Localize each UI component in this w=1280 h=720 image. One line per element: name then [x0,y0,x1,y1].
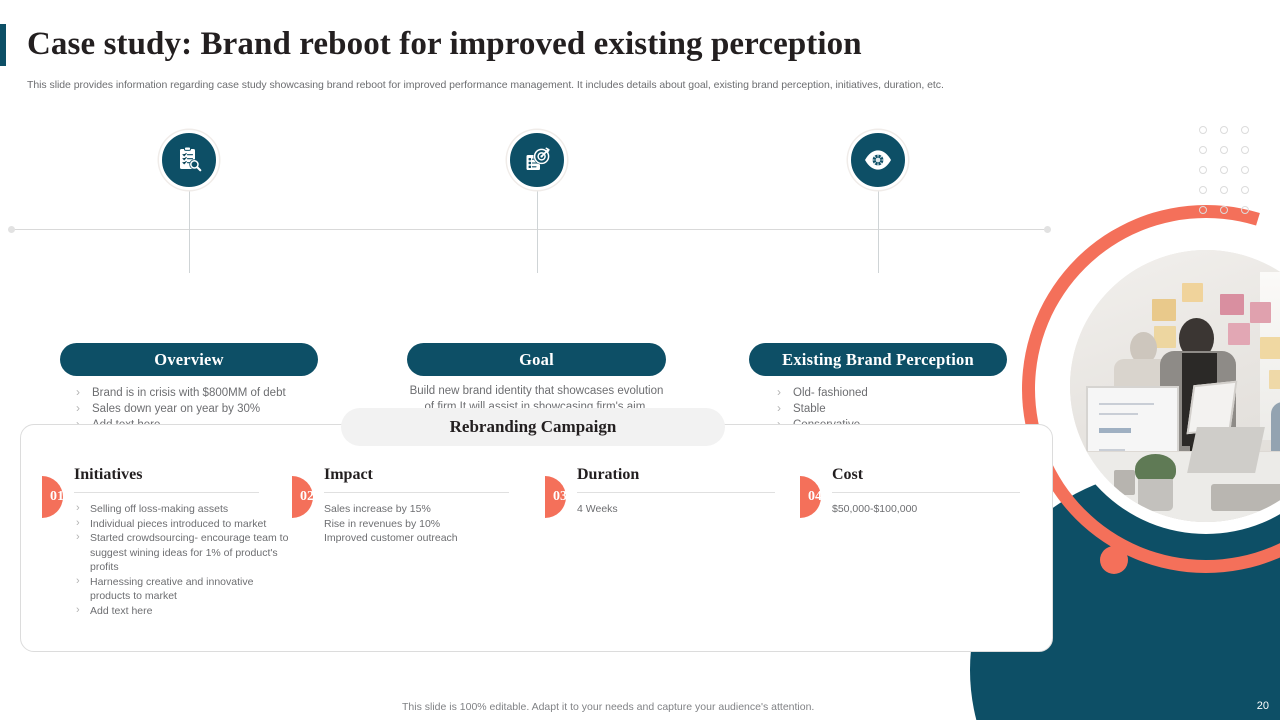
list-item: Selling off loss-making assets [74,501,296,517]
step-title: Impact [324,466,373,483]
duration-lines: 4 Weeks [577,502,777,517]
step-number-badge: 04 [800,476,822,518]
photo-ring [1058,238,1280,534]
rail-dot-left [8,226,15,233]
orange-arc-end-dot [1100,546,1128,574]
page-subtitle: This slide provides information regardin… [27,79,944,91]
pillar-stem [536,191,538,273]
list-item: Brand is in crisis with $800MM of debt [70,384,310,401]
step-title: Initiatives [74,466,143,483]
pillar-title-goal: Goal [407,343,666,376]
step-number-badge: 01 [42,476,64,518]
list-item: Improved customer outreach [324,532,458,544]
eye-icon [848,130,908,190]
rebranding-campaign-title: Rebranding Campaign [341,408,725,446]
step-divider [832,492,1020,493]
list-item: Add text here [74,603,296,619]
title-accent-bar [0,24,6,66]
pillar-stem [189,191,190,273]
footer-note: This slide is 100% editable. Adapt it to… [402,701,815,713]
list-item: 4 Weeks [577,503,618,515]
list-item: Started crowdsourcing- encourage team to… [74,530,296,575]
list-item: Rise in revenues by 10% [324,517,441,530]
step-title: Duration [577,466,640,483]
list-item: Harnessing creative and innovative produ… [74,574,296,604]
pillar-connector-rail [8,229,1050,230]
list-item: Stable [771,400,1007,417]
page-number: 20 [1256,700,1269,712]
step-number: 01 [50,489,64,504]
clipboard-search-icon [159,130,219,190]
list-item: $50,000-$100,000 [832,503,918,515]
step-divider [577,492,775,493]
list-item: Sales increase by 15% [324,503,431,515]
pillar-title-existing-brand-perception: Existing Brand Perception [749,343,1007,376]
cost-lines: $50,000-$100,000 [832,502,1032,517]
team-meeting-photo [1070,250,1280,522]
list-item: Individual pieces introduced to market [74,516,296,532]
dot-grid-decoration [1199,126,1262,226]
step-number: 03 [553,489,567,504]
rail-dot-right [1044,226,1051,233]
step-number: 02 [300,489,314,504]
step-divider [324,492,509,493]
pillar-title-overview: Overview [60,343,318,376]
step-number: 04 [808,489,822,504]
step-number-badge: 02 [292,476,314,518]
page-title: Case study: Brand reboot for improved ex… [27,26,862,62]
list-item: Old- fashioned [771,384,1007,401]
initiatives-list: Selling off loss-making assets Individua… [74,501,296,619]
checklist-target-icon [506,130,567,190]
step-title: Cost [832,466,864,483]
list-item: Sales down year on year by 30% [70,400,310,417]
step-number-badge: 03 [545,476,567,518]
pillar-stem [878,191,879,273]
impact-lines: Sales increase by 15% Rise in revenues b… [324,502,524,546]
step-divider [74,492,259,493]
